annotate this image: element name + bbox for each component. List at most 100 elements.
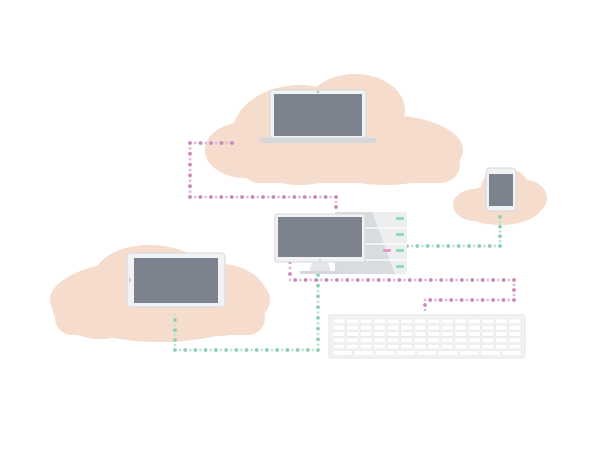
link-dot [188, 157, 192, 161]
link-dot [183, 348, 188, 352]
link-dot [351, 278, 354, 282]
link-dot [303, 278, 308, 282]
keyboard-key [441, 331, 454, 337]
keyboard-key [495, 337, 508, 343]
link-dot [173, 348, 177, 352]
server-status-light [396, 217, 404, 220]
link-dot [438, 298, 443, 302]
link-dot [335, 278, 339, 282]
keyboard-key [414, 318, 427, 324]
keyboard-key [468, 325, 481, 331]
link-dot [285, 348, 290, 352]
laptop-camera-icon [317, 91, 319, 93]
keyboard-key [386, 331, 400, 337]
link-dot [446, 244, 451, 248]
link-dot [455, 278, 459, 282]
keyboard-key [395, 350, 416, 356]
link-dot [287, 195, 291, 199]
keyboard-key [508, 325, 522, 331]
laptop-base [258, 138, 378, 143]
link-dot [288, 266, 292, 270]
keyboard-key [481, 343, 495, 350]
link-dot [418, 278, 423, 282]
keyboard-key [481, 325, 495, 331]
link-dot [415, 244, 420, 248]
link-dot [498, 234, 502, 239]
link-dot [209, 348, 213, 352]
link-dot [512, 288, 516, 292]
tablet-screen [134, 258, 218, 303]
link-dot [265, 348, 269, 352]
link-dot [413, 278, 417, 282]
keyboard-key [386, 318, 400, 324]
keyboard-key [454, 343, 468, 350]
keyboard-key [480, 350, 501, 356]
link-dot [198, 195, 203, 199]
keyboard-key [508, 331, 522, 337]
keyboard-key [441, 325, 454, 331]
link-laptop-server [188, 141, 338, 209]
keyboard-key [427, 337, 440, 343]
link-dot [382, 278, 386, 282]
keyboard-key [386, 343, 400, 350]
link-dot [311, 348, 315, 352]
link-dot [423, 298, 427, 302]
link-dot [340, 278, 344, 282]
link-dot [234, 348, 239, 352]
link-dot [316, 294, 320, 299]
link-dot [188, 348, 192, 352]
desktop-monitor[interactable] [274, 213, 366, 274]
keyboard-key [459, 350, 480, 356]
keyboard[interactable] [328, 314, 526, 359]
link-dot [483, 244, 486, 248]
keyboard-key [508, 337, 522, 343]
keyboard-key [427, 325, 440, 331]
link-dot [240, 348, 243, 352]
link-dot [288, 272, 292, 276]
link-dot [244, 348, 249, 352]
keyboard-key [359, 318, 373, 324]
link-dot [507, 298, 511, 302]
link-dot [188, 151, 192, 156]
smartphone-screen [489, 174, 513, 206]
keyboard-key [346, 331, 359, 337]
keyboard-key [400, 318, 413, 324]
link-dot [316, 321, 320, 325]
link-dot [319, 195, 322, 199]
link-dot [462, 244, 466, 248]
link-dot [487, 244, 492, 248]
link-dot [193, 348, 198, 352]
link-dot [467, 244, 471, 248]
tablet[interactable] [126, 252, 226, 308]
link-desktop-tablet [173, 273, 320, 352]
keyboard-key [495, 343, 508, 350]
link-dot [334, 195, 338, 199]
link-dot [316, 316, 320, 320]
link-dot [436, 244, 440, 248]
link-dot [173, 338, 177, 342]
link-dot [431, 244, 435, 248]
link-dot [316, 343, 320, 346]
link-dot [316, 273, 320, 277]
laptop[interactable] [258, 89, 378, 143]
link-server-phone [405, 215, 502, 248]
link-dot [512, 298, 516, 302]
link-dot [316, 311, 320, 314]
link-dot [472, 244, 476, 248]
keyboard-key [346, 343, 359, 350]
keyboard-key [332, 325, 346, 331]
smartphone[interactable] [485, 167, 517, 212]
link-dot [178, 348, 182, 352]
keyboard-key [332, 343, 346, 350]
link-dot [193, 195, 197, 199]
keyboard-key [400, 331, 413, 337]
link-desktop-keyboard [288, 260, 516, 312]
link-dot [240, 195, 245, 199]
link-dot [330, 278, 334, 282]
link-dot [188, 173, 192, 178]
link-dot [355, 278, 360, 282]
link-dot [459, 298, 464, 302]
link-dot [316, 348, 320, 352]
